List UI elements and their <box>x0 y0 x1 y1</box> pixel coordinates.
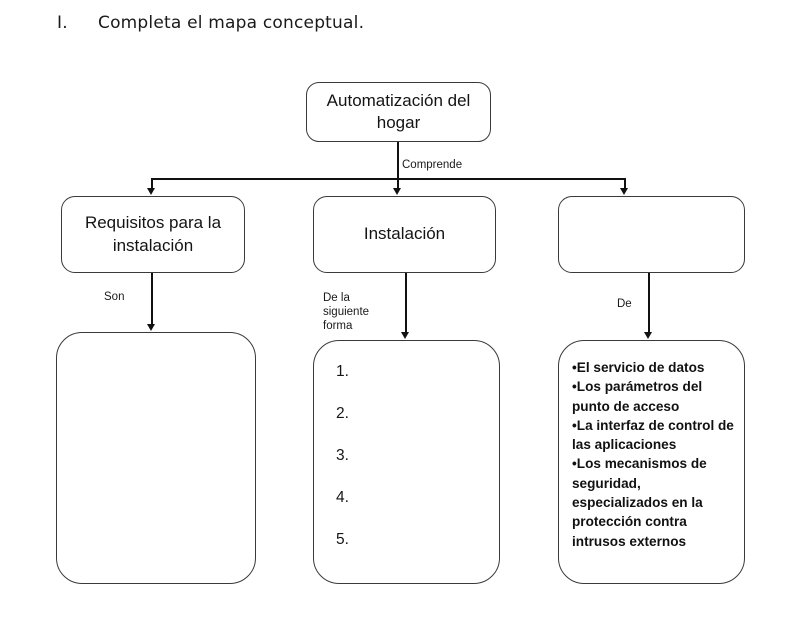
list-item[interactable]: 2. <box>336 405 349 422</box>
arrowhead-middle-branch <box>393 188 401 195</box>
connector-left-down <box>151 273 153 325</box>
node-requisitos-para-la-instalacion: Requisitos para la instalación <box>61 196 245 273</box>
node-numbered-answer-blanks[interactable]: 1. 2. 3. 4. 5. <box>313 340 500 584</box>
list-item[interactable]: 3. <box>336 447 349 464</box>
connector-bus-drop-right <box>624 178 626 189</box>
edge-label-de-la-siguiente-forma: De la siguiente forma <box>323 292 370 333</box>
list-item[interactable]: 1. <box>336 363 349 380</box>
edge-label-de: De <box>617 298 632 310</box>
edge-label-comprende: Comprende <box>402 159 463 171</box>
connector-right-down <box>648 273 650 333</box>
list-item: •La interfaz de control de las aplicacio… <box>572 417 734 453</box>
connector-horizontal-bus <box>151 178 625 180</box>
node-instalacion: Instalación <box>313 196 496 273</box>
bullet-list: •El servicio de datos •Los parámetros de… <box>559 341 744 551</box>
arrowhead-left-branch <box>147 188 155 195</box>
node-label: Automatización del hogar <box>326 90 471 132</box>
arrowhead-bottom-middle <box>401 332 409 339</box>
arrowhead-bottom-right <box>644 332 652 339</box>
connector-top-stem <box>397 142 399 179</box>
edge-label-son: Son <box>104 291 125 303</box>
node-automatizacion-del-hogar: Automatización del hogar <box>306 82 491 142</box>
node-bulleted-answers: •El servicio de datos •Los parámetros de… <box>558 340 745 584</box>
node-blank-bottom-left[interactable] <box>56 332 256 584</box>
list-item[interactable]: 4. <box>336 489 349 506</box>
connector-bus-drop-left <box>151 178 153 189</box>
heading-numeral: I. <box>57 13 68 33</box>
node-blank-right-branch[interactable] <box>558 196 745 273</box>
page-title: Completa el mapa conceptual. <box>98 13 365 33</box>
list-item: •El servicio de datos <box>572 360 705 375</box>
list-item: •Los parámetros del punto de acceso <box>572 379 703 414</box>
arrowhead-right-branch <box>620 188 628 195</box>
node-label: Instalación <box>363 224 446 244</box>
list-item[interactable]: 5. <box>336 531 349 548</box>
numbered-blank-list: 1. 2. 3. 4. 5. <box>314 341 499 573</box>
connector-middle-down <box>405 273 407 333</box>
node-label: Requisitos para la instalación <box>84 213 222 255</box>
arrowhead-bottom-left <box>147 324 155 331</box>
list-item: •Los mecanismos de seguridad, especializ… <box>572 456 707 549</box>
connector-bus-drop-middle <box>397 178 399 189</box>
